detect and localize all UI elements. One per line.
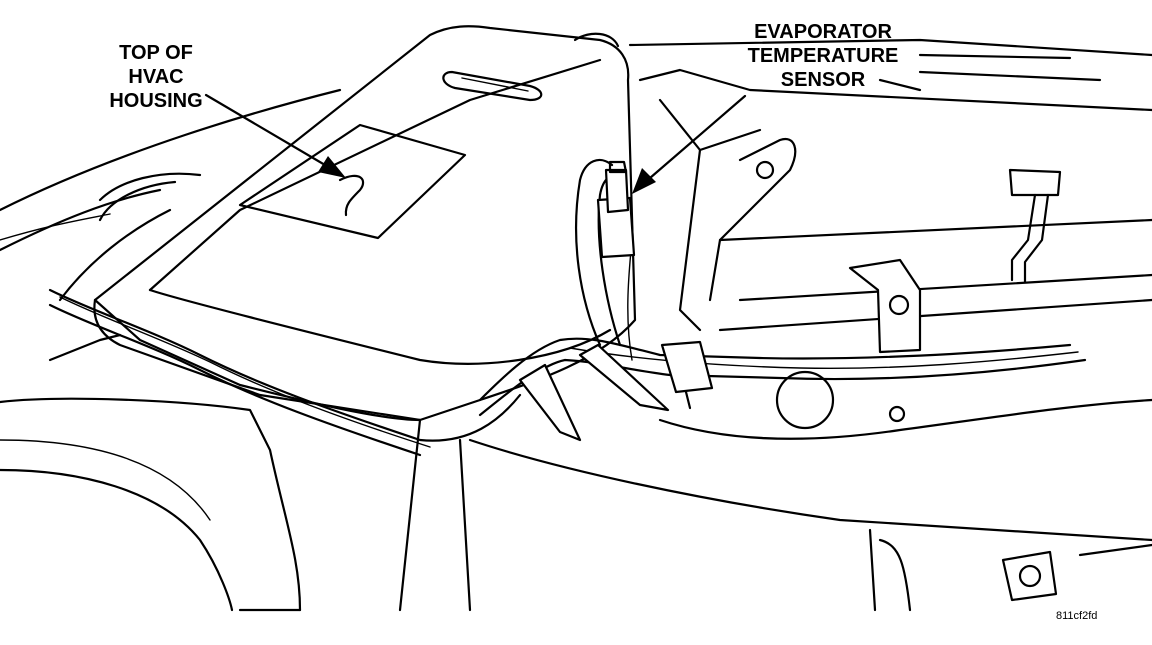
evaporator-sensor <box>596 160 636 259</box>
callout-line: EVAPORATOR <box>754 21 892 43</box>
panel-structure <box>468 38 1152 612</box>
leader-arrows <box>204 93 747 217</box>
callout-line: HVAC <box>128 66 184 88</box>
wiring-harness <box>48 158 1087 457</box>
hvac-housing-callout: TOP OF HVAC HOUSING <box>96 41 216 113</box>
evaporator-sensor-callout: EVAPORATOR TEMPERATURE SENSOR <box>728 20 918 92</box>
callout-line: TOP OF <box>119 42 193 64</box>
callout-line: SENSOR <box>780 69 866 91</box>
callout-line: HOUSING <box>109 90 203 112</box>
dashboard-structure <box>0 88 342 612</box>
hvac-housing <box>93 25 637 612</box>
callout-line: TEMPERATURE <box>747 45 899 67</box>
figure-code: 811cf2fd <box>1056 610 1098 622</box>
